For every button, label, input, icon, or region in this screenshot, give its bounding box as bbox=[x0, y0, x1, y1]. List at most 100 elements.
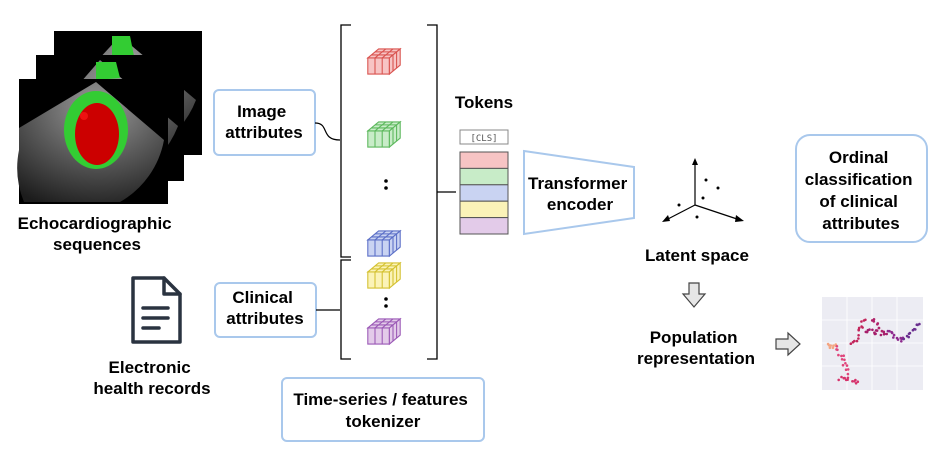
image-connector bbox=[314, 122, 341, 141]
echo-image-stack bbox=[17, 31, 202, 204]
scatter-point bbox=[915, 323, 919, 327]
scatter-point bbox=[840, 375, 843, 379]
scatter-point bbox=[844, 362, 847, 365]
scatter-point bbox=[843, 376, 846, 380]
ehr-label: Electronic health records bbox=[93, 358, 210, 398]
right-arrow bbox=[775, 331, 801, 357]
scatter-point bbox=[855, 339, 859, 343]
scatter-point bbox=[907, 332, 911, 336]
scatter-point bbox=[900, 340, 903, 343]
scatter-point bbox=[856, 380, 860, 384]
scatter-point bbox=[837, 353, 840, 357]
tokenizer-label: Time-series / features tokenizer bbox=[293, 390, 472, 431]
clinical-attributes-label: Clinical attributes bbox=[226, 288, 303, 328]
scatter-point bbox=[902, 337, 906, 341]
latent-space-axes bbox=[662, 158, 744, 222]
clinical-bracket bbox=[340, 259, 351, 360]
scatter-point bbox=[826, 342, 830, 346]
scatter-point bbox=[846, 372, 850, 376]
token-3 bbox=[459, 184, 509, 202]
vertical-ellipsis-2 bbox=[384, 297, 388, 308]
tokens-label: Tokens bbox=[455, 93, 513, 112]
scatter-point bbox=[880, 329, 884, 333]
image-attributes-label: Image attributes bbox=[225, 102, 302, 142]
scatter-point bbox=[857, 326, 861, 330]
scatter-point bbox=[875, 329, 879, 332]
scatter-point bbox=[865, 330, 869, 334]
scatter-point bbox=[835, 345, 839, 348]
scatter-point bbox=[831, 346, 835, 350]
scatter-point bbox=[872, 318, 876, 321]
token-5 bbox=[459, 217, 509, 235]
scatter-point bbox=[828, 346, 832, 350]
scatter-point bbox=[860, 320, 863, 323]
token-cube-green bbox=[366, 120, 402, 149]
latent-space-label: Latent space bbox=[645, 246, 749, 265]
scatter-point bbox=[845, 364, 849, 367]
scatter-point bbox=[851, 340, 855, 344]
scatter-point bbox=[835, 348, 838, 351]
scatter-point bbox=[883, 332, 886, 336]
scatter-point bbox=[846, 378, 849, 382]
scatter-point bbox=[840, 354, 843, 358]
scatter-point bbox=[907, 335, 910, 339]
scatter-point bbox=[829, 344, 832, 347]
scatter-point bbox=[837, 378, 840, 382]
scatter-point bbox=[857, 334, 860, 337]
scatter-point bbox=[872, 320, 876, 323]
image-bracket bbox=[340, 24, 351, 258]
scatter-point bbox=[918, 322, 921, 326]
scatter-point bbox=[841, 363, 845, 367]
scatter-point bbox=[896, 338, 900, 341]
transformer-label: Transformer encoder bbox=[528, 174, 632, 214]
scatter-point bbox=[832, 344, 835, 348]
scatter-point bbox=[876, 323, 879, 326]
scatter-point bbox=[885, 332, 888, 336]
scatter-point bbox=[842, 354, 845, 358]
scatter-point bbox=[846, 368, 850, 371]
ordinal-classification-box bbox=[795, 134, 928, 243]
latent-points bbox=[677, 178, 720, 219]
tokenizer-bracket-right bbox=[427, 24, 438, 360]
scatter-point bbox=[853, 380, 856, 383]
scatter-point bbox=[879, 333, 883, 337]
document-icon bbox=[131, 276, 182, 344]
token-stack bbox=[459, 151, 509, 235]
token-1 bbox=[459, 151, 509, 169]
scatter-point bbox=[912, 327, 916, 331]
token-2 bbox=[459, 167, 509, 186]
scatter-point bbox=[871, 328, 874, 332]
scatter-point bbox=[899, 336, 902, 340]
token-4 bbox=[459, 200, 509, 219]
transformer-encoder-shape bbox=[523, 149, 635, 236]
down-arrow bbox=[681, 282, 707, 308]
scatter-point bbox=[849, 342, 853, 346]
ventricle-segmentation bbox=[75, 103, 119, 165]
scatter-point bbox=[854, 382, 858, 385]
scatter-point bbox=[873, 332, 877, 336]
population-scatter-plot bbox=[822, 297, 923, 390]
population-label: Population representation bbox=[637, 328, 755, 368]
echo-label: Echocardiographic sequences bbox=[18, 214, 177, 254]
cls-token bbox=[459, 129, 509, 145]
scatter-point bbox=[843, 358, 846, 362]
token-cube-blue bbox=[366, 229, 402, 258]
scatter-point bbox=[862, 319, 866, 322]
scatter-point bbox=[840, 358, 844, 361]
scatter-point bbox=[851, 380, 854, 383]
echo-frame-front bbox=[17, 79, 168, 204]
scatter-point bbox=[857, 337, 860, 340]
scatter-point bbox=[844, 368, 848, 372]
tokenizer-box bbox=[281, 377, 485, 442]
scatter-point bbox=[890, 331, 894, 335]
cls-token-label: [CLS] bbox=[470, 134, 497, 144]
scatter-point bbox=[886, 329, 890, 333]
scatter-point bbox=[892, 333, 896, 337]
token-cube-red bbox=[366, 47, 402, 76]
token-cube-yellow bbox=[366, 261, 402, 290]
scatter-point bbox=[860, 325, 863, 328]
ordinal-classification-label: Ordinal classification of clinical attri… bbox=[805, 148, 917, 233]
scatter-point bbox=[868, 328, 871, 331]
scatter-point bbox=[892, 336, 895, 339]
vertical-ellipsis-1 bbox=[384, 179, 388, 190]
